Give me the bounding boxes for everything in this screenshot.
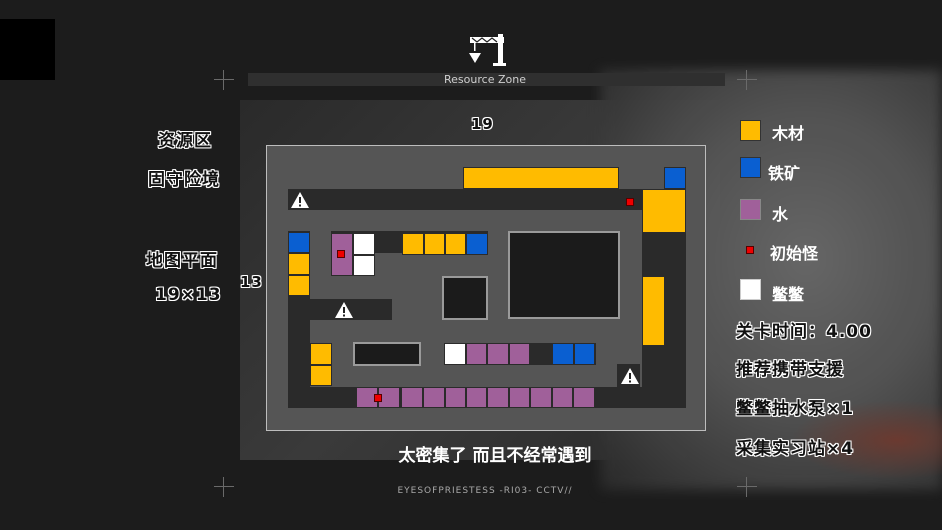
turtle-tile xyxy=(444,343,466,365)
background-blur-red xyxy=(790,400,942,480)
water-tile xyxy=(466,343,487,365)
crosshair-icon xyxy=(737,70,757,90)
map-width-label: 19 xyxy=(471,115,494,133)
water-tile xyxy=(487,387,509,408)
iron-tile xyxy=(664,167,686,189)
water-tile xyxy=(466,387,487,408)
wood-tile xyxy=(463,167,619,189)
legend-iron-label: 铁矿 xyxy=(768,164,801,183)
wood-tile xyxy=(310,365,332,386)
legend-iron-swatch xyxy=(740,157,761,178)
water-tile xyxy=(487,343,509,365)
stage-time: 关卡时间：4.00 xyxy=(736,322,872,342)
map-size: 19×13 xyxy=(155,285,222,305)
legend-wood-label: 木材 xyxy=(772,124,805,143)
zone-title: Resource Zone xyxy=(444,73,526,86)
monster-spawn xyxy=(337,250,345,258)
water-tile xyxy=(509,343,530,365)
wood-tile xyxy=(424,233,445,255)
monster-spawn xyxy=(374,394,382,402)
legend-water-label: 水 xyxy=(772,205,789,224)
water-tile xyxy=(573,387,595,408)
water-tile xyxy=(423,387,445,408)
crane-icon xyxy=(469,34,506,66)
map-label: 地图平面 xyxy=(146,251,218,271)
monster-spawn xyxy=(626,198,634,206)
footer-caption: EYESOFPRIESTESS -RI03- CCTV// xyxy=(397,486,573,496)
water-tile xyxy=(509,387,530,408)
legend-turtle-swatch xyxy=(740,279,761,300)
legend-wood-swatch xyxy=(740,120,761,141)
warning-triangle-icon xyxy=(621,368,639,384)
support-item-2: 采集实习站×4 xyxy=(736,439,855,459)
iron-tile xyxy=(552,343,574,365)
iron-tile xyxy=(574,343,595,365)
wood-tile xyxy=(288,253,310,275)
pit xyxy=(442,276,488,320)
legend-water-swatch xyxy=(740,199,761,220)
black-overlay-box xyxy=(0,19,55,80)
water-tile xyxy=(552,387,573,408)
crosshair-icon xyxy=(214,70,234,90)
warning-triangle-icon xyxy=(291,192,309,208)
crosshair-icon xyxy=(214,477,234,497)
support-item-1: 鳖鳖抽水泵×1 xyxy=(736,399,855,419)
road xyxy=(288,189,666,210)
wood-tile xyxy=(310,343,332,365)
crosshair-icon xyxy=(737,477,757,497)
wood-tile xyxy=(288,275,310,296)
turtle-tile xyxy=(353,233,375,255)
header-bar xyxy=(248,73,725,86)
water-tile xyxy=(445,387,466,408)
wood-tile xyxy=(445,233,466,255)
iron-tile xyxy=(288,232,310,253)
recommend-label: 推荐携带支援 xyxy=(736,360,844,380)
pit xyxy=(508,231,620,319)
legend-monster-label: 初始怪 xyxy=(770,244,819,263)
iron-tile xyxy=(466,233,488,255)
legend-monster-swatch xyxy=(746,246,754,254)
water-tile xyxy=(401,387,423,408)
stage-name: 固守险境 xyxy=(148,170,220,190)
wood-tile xyxy=(642,276,665,346)
water-tile xyxy=(530,387,552,408)
warning-triangle-icon xyxy=(335,302,353,318)
turtle-tile xyxy=(353,255,375,276)
legend-turtle-label: 鳖鳖 xyxy=(772,285,805,304)
wood-tile xyxy=(642,189,686,233)
pit xyxy=(353,342,421,366)
map-height-label: 13 xyxy=(240,273,263,291)
zone-name: 资源区 xyxy=(158,131,212,151)
wood-tile xyxy=(402,233,424,255)
subtitle: 太密集了 而且不经常遇到 xyxy=(398,446,592,466)
